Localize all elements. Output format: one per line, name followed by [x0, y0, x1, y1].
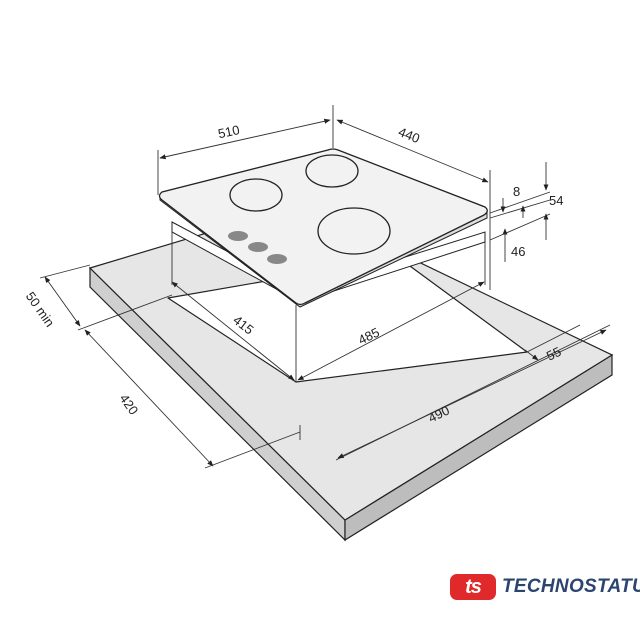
label-countertop-depth: 420: [117, 391, 142, 417]
burner-front-large: [317, 207, 391, 255]
label-depth: 440: [396, 124, 422, 146]
label-back-clearance: 55: [544, 344, 564, 364]
label-front-clearance: 50 min: [23, 289, 58, 330]
brand-logo: ts TECHNOSTATUS: [450, 574, 640, 600]
label-width: 510: [217, 122, 241, 141]
control-knob: [228, 231, 248, 241]
label-glass-thickness: 8: [513, 184, 520, 199]
brand-logo-mark: ts: [450, 574, 496, 600]
control-knob: [267, 254, 287, 264]
burner-left: [229, 178, 283, 212]
dimension-lines: [39, 105, 611, 469]
brand-name: TECHNOSTATUS: [502, 576, 640, 597]
control-knob: [248, 242, 268, 252]
label-body-height: 46: [511, 244, 525, 259]
label-total-height: 54: [549, 193, 563, 208]
